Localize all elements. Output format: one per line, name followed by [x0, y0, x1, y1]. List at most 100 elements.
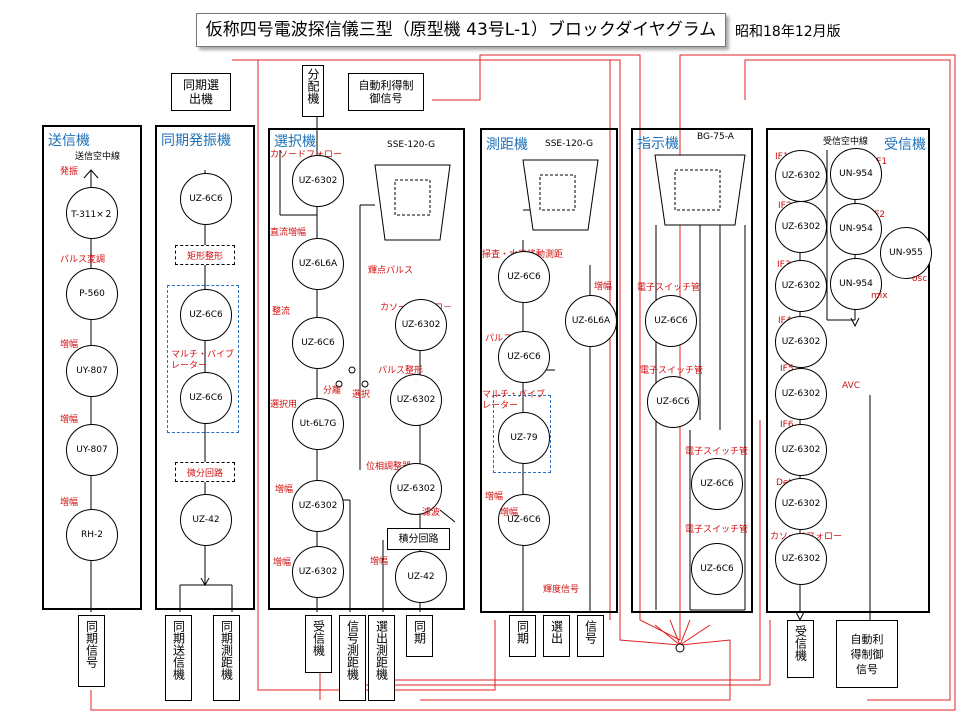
rx-label-osc: osc	[912, 274, 928, 284]
out-receiver-label: 受信機	[311, 620, 326, 656]
sel-label-bright: 輝点パルス	[368, 266, 414, 276]
sel-tube-r0: UZ-6302	[395, 299, 447, 351]
sync-multivibrator-group	[167, 285, 239, 433]
rx-tube-r0: UN-954	[830, 148, 882, 200]
out-select-rng-label: 選出測距機	[374, 620, 389, 680]
sel-label-cathode: カソードフォロー	[270, 150, 343, 160]
tx-antenna-label: 送信空中線	[75, 152, 121, 162]
rng-label-brightness: 輝度信号	[543, 585, 580, 595]
tx-tube-2: UY-807	[66, 345, 118, 397]
ind-crt-label: BG-75-A	[697, 132, 734, 142]
sel-integrator-box: 積分回路	[387, 528, 450, 550]
ind-label-1: 電子スイッチ管	[640, 366, 704, 376]
ind-tube-2: UZ-6C6	[691, 458, 743, 510]
sel-tube-r3: UZ-42	[395, 551, 447, 603]
panel-selector: 選択機	[268, 128, 465, 610]
sel-label-rectify: 整流	[272, 307, 291, 317]
panel-sync: 同期発振機	[155, 125, 255, 610]
panel-title-sync: 同期発振機	[161, 133, 231, 149]
agc-signal-box: 自動利得制御信号	[348, 73, 424, 111]
crt-ranging-icon	[522, 159, 599, 231]
crt-indicator-icon	[654, 154, 746, 226]
sel-label-phase: 位相調整器	[366, 462, 412, 472]
sel-label-select: 選択	[352, 390, 371, 400]
out-signal-rng-label: 信号測距機	[345, 620, 360, 680]
out-select-box: 選出	[543, 615, 570, 657]
distributor-label: 分配機	[306, 68, 320, 104]
panel-title-selector: 選択機	[274, 134, 316, 150]
sel-tube-l5: UZ-6302	[292, 546, 344, 598]
out-rx-box: 受信機	[787, 620, 814, 678]
out-sync-label-b: 同期	[515, 620, 530, 644]
sync-out-box: 同期選出機	[171, 73, 231, 111]
rx-tube-r1: UN-954	[830, 203, 882, 255]
rng-multivibrator-group	[493, 395, 551, 473]
rng-tube-4: UZ-6L6A	[565, 295, 617, 347]
out-sync-signal-label: 同期信号	[84, 620, 99, 668]
rx-tube-l1: UZ-6302	[775, 201, 827, 253]
sync-shaping-label: 矩形整形	[186, 251, 223, 262]
out-receiver-box: 受信機	[305, 615, 332, 673]
sync-differentiator-label: 微分回路	[186, 468, 223, 479]
tx-label-2: 増幅	[60, 340, 79, 350]
out-sync-rng-label: 同期測距機	[219, 620, 234, 680]
rx-tube-l5: UZ-6302	[775, 424, 827, 476]
ind-label-3: 電子スイッチ管	[685, 525, 749, 535]
sync-out-label: 同期選出機	[183, 78, 220, 106]
out-sync-tx-box: 同期送信機	[165, 615, 192, 701]
sync-tube-1: UZ-6C6	[180, 289, 232, 341]
tx-label-1: パルス変調	[60, 255, 106, 265]
sync-tube-3: UZ-42	[180, 494, 232, 546]
out-select-rng-box: 選出測距機	[368, 615, 395, 701]
sel-label-amp3: 増幅	[370, 557, 389, 567]
out-sync-signal-box: 同期信号	[78, 615, 105, 687]
out-sync-tx-label: 同期送信機	[171, 620, 186, 680]
sel-tube-r1: UZ-6302	[390, 374, 442, 426]
sel-tube-l0: UZ-6302	[292, 155, 344, 207]
panel-indicator: 指示機	[631, 128, 753, 613]
edition-label: 昭和18年12月版	[735, 24, 841, 40]
rng-crt-label: SSE-120-G	[545, 139, 594, 149]
sel-crt-label: SSE-120-G	[387, 140, 436, 150]
sel-tube-l3: Ut-6L7G	[292, 398, 344, 450]
ind-tube-1: UZ-6C6	[647, 376, 699, 428]
rng-label-amp-right: 増幅	[594, 282, 613, 292]
out-signal-rng-box: 信号測距機	[339, 615, 366, 701]
ind-tube-0: UZ-6C6	[645, 295, 697, 347]
rng-tube-2: UZ-79	[498, 412, 550, 464]
sel-tube-r2: UZ-6302	[390, 463, 442, 515]
sel-tube-l1: UZ-6L6A	[292, 238, 344, 290]
rx-tube-l4: UZ-6302	[775, 368, 827, 420]
sync-tube-2: UZ-6C6	[180, 372, 232, 424]
rx-tube-l2: UZ-6302	[775, 260, 827, 312]
out-rx-label: 受信機	[793, 625, 808, 661]
out-agc-label: 自動利得制御信号	[850, 632, 884, 676]
sel-label-filter: 濾波	[422, 508, 441, 518]
rx-label-avc: AVC	[842, 381, 861, 391]
panel-ranging: 測距機	[480, 128, 618, 613]
panel-transmitter: 送信機	[42, 125, 142, 610]
panel-title-transmitter: 送信機	[48, 133, 90, 149]
tx-tube-1: P-560	[66, 268, 118, 320]
sel-label-amp2: 増幅	[273, 558, 292, 568]
rng-label-amp: 増幅	[485, 492, 504, 502]
sel-label-pulse: パルス整形	[378, 366, 424, 376]
ind-tube-3: UZ-6C6	[691, 543, 743, 595]
rx-label-5: IF6	[780, 420, 794, 430]
panel-receiver: 受信機	[766, 128, 930, 613]
panel-title-receiver: 受信機	[884, 137, 926, 153]
out-sync-rng-box: 同期測距機	[213, 615, 240, 701]
out-signal-label: 信号	[583, 620, 598, 644]
rx-tube-l0: UZ-6302	[775, 150, 827, 202]
rng-tube-3: UZ-6C6	[498, 494, 550, 546]
crt-selector-icon	[374, 164, 451, 241]
out-select-label: 選出	[549, 620, 564, 644]
panel-title-indicator: 指示機	[637, 136, 679, 152]
rx-antenna-label: 受信空中線	[823, 137, 869, 147]
ind-label-0: 電子スイッチ管	[637, 283, 701, 293]
rng-tube-1: UZ-6C6	[498, 331, 550, 383]
tx-label-3: 増幅	[60, 415, 79, 425]
rx-tube-l6: UZ-6302	[775, 478, 827, 530]
sync-shaping-box: 矩形整形	[175, 245, 235, 265]
sel-integrator-label: 積分回路	[398, 533, 439, 545]
